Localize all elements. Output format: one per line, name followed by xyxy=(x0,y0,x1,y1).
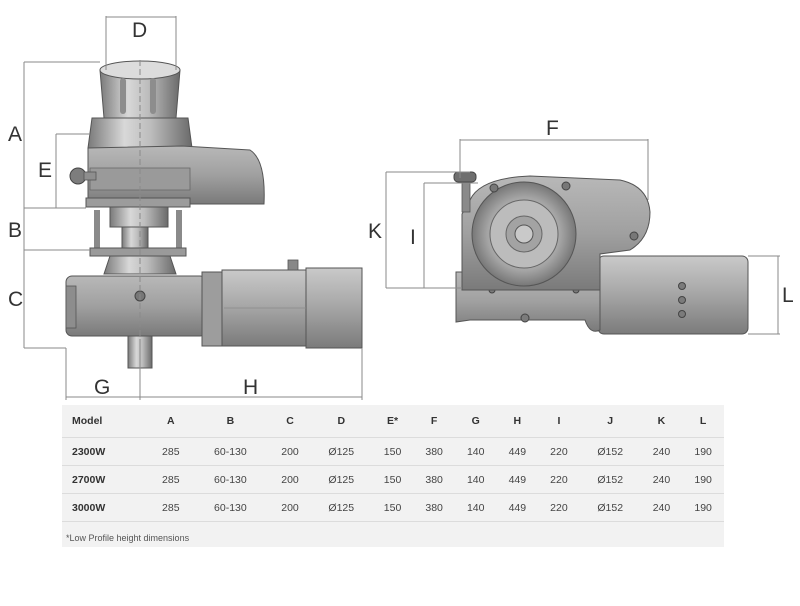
col-header-e: E* xyxy=(371,405,414,438)
table-cell: 60-130 xyxy=(191,493,270,522)
dim-label-d: D xyxy=(132,19,147,42)
dim-label-c: C xyxy=(8,288,23,311)
table-footnote: *Low Profile height dimensions xyxy=(66,533,190,543)
col-header-h: H xyxy=(496,405,539,438)
table-cell: 2700W xyxy=(62,465,150,494)
table-cell: 220 xyxy=(538,493,580,522)
col-header-model: Model xyxy=(62,405,150,438)
table-cell: 190 xyxy=(682,465,724,494)
table-cell: 285 xyxy=(150,493,192,522)
table-cell: Ø152 xyxy=(579,465,641,494)
front-view-windlass xyxy=(453,171,749,335)
table-cell: Ø125 xyxy=(310,493,372,522)
col-header-j: J xyxy=(579,405,641,438)
col-header-f: F xyxy=(413,405,455,438)
col-header-g: G xyxy=(454,405,497,438)
table-cell: 449 xyxy=(496,437,539,466)
table-cell: 140 xyxy=(454,465,497,494)
table-cell: 200 xyxy=(269,437,311,466)
table-cell: 3000W xyxy=(62,493,150,522)
table-cell: 285 xyxy=(150,437,192,466)
table-cell: 380 xyxy=(413,437,455,466)
table-cell: 190 xyxy=(682,437,724,466)
dim-label-l: L xyxy=(782,284,794,307)
table-cell: 220 xyxy=(538,437,580,466)
table-cell: 285 xyxy=(150,465,192,494)
table-cell: 220 xyxy=(538,465,580,494)
table-cell: 449 xyxy=(496,493,539,522)
table-cell: Ø125 xyxy=(310,465,372,494)
dim-label-i: I xyxy=(410,226,416,249)
side-view-windlass xyxy=(65,60,363,369)
table-cell: 240 xyxy=(640,493,683,522)
dim-label-g: G xyxy=(94,376,110,399)
table-cell: 150 xyxy=(371,437,414,466)
dim-label-k: K xyxy=(368,220,382,243)
table-cell: 150 xyxy=(371,465,414,494)
technical-drawing: D A E B C G H F K I L xyxy=(8,16,794,400)
spec-table: Model A B C D E* F G H I J K L 2300W 285… xyxy=(62,405,724,522)
table-cell: 140 xyxy=(454,493,497,522)
dim-label-b: B xyxy=(8,219,22,242)
table-cell: 140 xyxy=(454,437,497,466)
table-cell: Ø125 xyxy=(310,437,372,466)
dim-label-f: F xyxy=(546,117,559,140)
side-view-dimensions xyxy=(23,16,363,400)
table-row: 2700W 285 60-130 200 Ø125 150 380 140 44… xyxy=(62,465,724,494)
table-cell: 449 xyxy=(496,465,539,494)
table-cell: 60-130 xyxy=(191,465,270,494)
table-cell: 240 xyxy=(640,437,683,466)
table-cell: Ø152 xyxy=(579,493,641,522)
col-header-k: K xyxy=(640,405,683,438)
col-header-i: I xyxy=(538,405,580,438)
table-row: 2300W 285 60-130 200 Ø125 150 380 140 44… xyxy=(62,437,724,466)
col-header-b: B xyxy=(191,405,270,438)
front-view-dimensions xyxy=(385,139,780,335)
dim-label-e: E xyxy=(38,159,52,182)
col-header-d: D xyxy=(310,405,372,438)
table-cell: 200 xyxy=(269,465,311,494)
col-header-c: C xyxy=(269,405,311,438)
col-header-a: A xyxy=(150,405,192,438)
table-cell: 60-130 xyxy=(191,437,270,466)
col-header-l: L xyxy=(682,405,724,438)
table-cell: 200 xyxy=(269,493,311,522)
table-cell: Ø152 xyxy=(579,437,641,466)
table-cell: 150 xyxy=(371,493,414,522)
table-cell: 190 xyxy=(682,493,724,522)
table-cell: 380 xyxy=(413,465,455,494)
dim-label-h: H xyxy=(243,376,258,399)
table-header-row: Model A B C D E* F G H I J K L xyxy=(62,405,724,438)
table-cell: 380 xyxy=(413,493,455,522)
table-cell: 2300W xyxy=(62,437,150,466)
dimension-labels: D A E B C G H F K I L xyxy=(8,19,794,399)
dim-label-a: A xyxy=(8,123,22,146)
table-row: 3000W 285 60-130 200 Ø125 150 380 140 44… xyxy=(62,493,724,522)
table-cell: 240 xyxy=(640,465,683,494)
